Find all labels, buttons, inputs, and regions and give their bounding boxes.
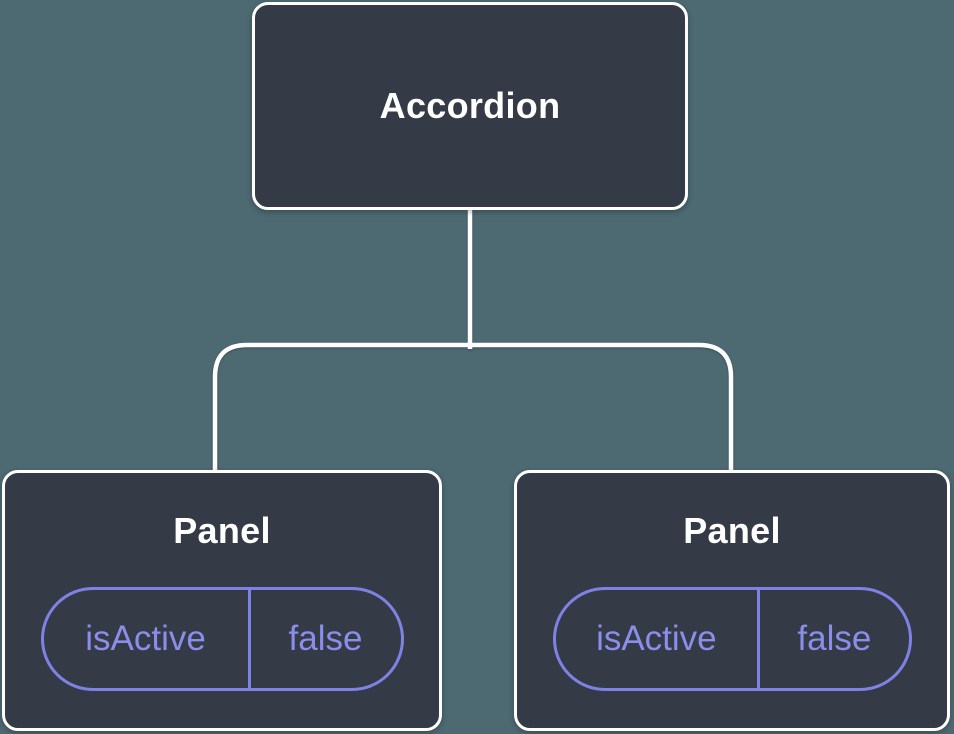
- panel-left-label: Panel: [173, 510, 271, 551]
- connector-bracket: [212, 342, 734, 470]
- panel-right-state-pill: isActive false: [552, 586, 912, 691]
- node-accordion: Accordion: [252, 2, 688, 210]
- state-name-label: isActive: [556, 589, 761, 688]
- state-name-label: isActive: [44, 589, 251, 688]
- state-value-label: false: [797, 618, 872, 658]
- accordion-label: Accordion: [379, 84, 561, 126]
- state-value-label: false: [288, 618, 363, 658]
- node-panel-left: Panel isActive false: [2, 470, 442, 731]
- panel-left-state-pill: isActive false: [40, 586, 404, 691]
- node-panel-right: Panel isActive false: [514, 470, 950, 731]
- panel-right-label: Panel: [683, 510, 781, 551]
